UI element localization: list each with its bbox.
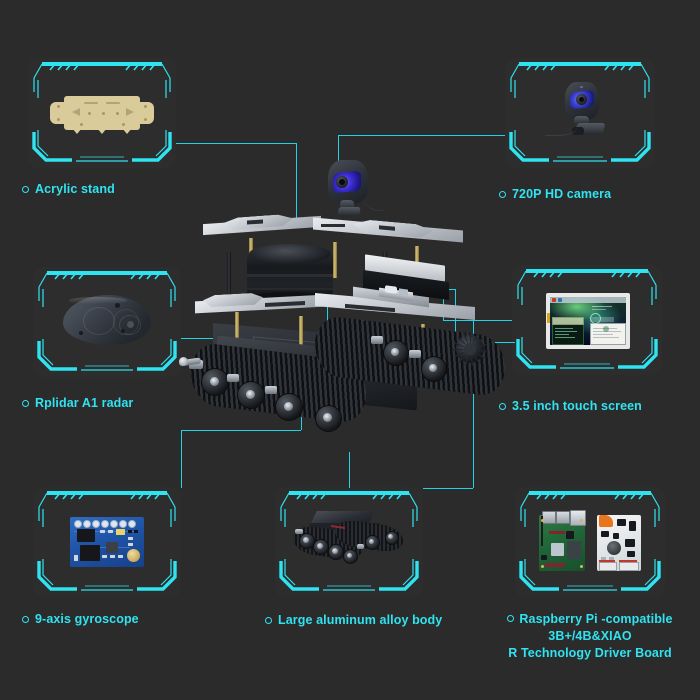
label-text: Large aluminum alloy body [278,613,443,627]
robot-standoff [227,252,231,294]
frame-border-acrylic [32,62,172,162]
bullet-icon [265,617,272,624]
leader-screen-h2 [443,320,512,321]
label-text: 9-axis gyroscope [35,612,139,626]
robot-front-module [379,285,419,306]
leader-body-h2 [423,488,473,489]
bullet-icon [507,615,515,623]
callout-frame-gyroscope[interactable] [33,487,181,597]
robot-wheel-hub [210,377,219,386]
callout-label-hd-camera: 720P HD camera [499,186,611,203]
bullet-icon [22,400,29,407]
frame-border-camera [509,62,651,162]
webcam-icon [545,82,617,146]
bullet-icon [22,616,29,623]
bullet-icon [499,403,506,410]
leader-camera-v [338,135,339,176]
bullet-icon [499,191,506,198]
robot-wheel-hub [246,390,255,399]
label-line-1: Raspberry Pi -compatible [497,611,683,628]
callout-label-alloy-body: Large aluminum alloy body [265,612,442,629]
leader-acrylic-v [296,143,297,224]
leader-camera-h [338,135,505,136]
label-text-1: Raspberry Pi -compatible [519,612,673,626]
frame-border-body [279,491,419,591]
callout-frame-alloy-body[interactable] [275,487,423,597]
robot-sprocket [453,332,487,366]
robot-roller [189,360,203,369]
gyro-board-icon [70,517,144,567]
leader-gyro-v2 [181,430,182,488]
robot-camera [320,160,384,222]
robot-upper-plate [203,212,463,246]
robot-roller [227,374,239,382]
robot-idler-arm [178,356,209,370]
label-text: Rplidar A1 radar [35,396,134,410]
leader-acrylic-h [176,143,296,144]
label-text: 720P HD camera [512,187,612,201]
robot-standoff [299,316,303,352]
callout-frame-hd-camera[interactable] [505,58,655,168]
sbc-and-driver-board-icon [539,510,643,575]
label-text: Acrylic stand [35,182,115,196]
leader-gyro-h [181,430,301,431]
callout-label-touch-screen: 3.5 inch touch screen [499,398,642,415]
bullet-icon [22,186,29,193]
robot-wheel-hub [391,348,399,356]
label-text: 3.5 inch touch screen [512,399,642,413]
frame-border-lidar [37,271,177,371]
leader-body-v [473,307,474,488]
robot-standoff [333,242,337,278]
lidar-icon [63,295,151,347]
acrylic-plate-icon [50,90,154,136]
callout-frame-raspberry-pi-driver[interactable] [515,487,665,597]
frame-border-boards [519,491,661,591]
robot-wheel-hub [284,402,293,411]
label-text-3: R Technology Driver Board [508,646,672,660]
callout-frame-touch-screen[interactable] [512,265,662,375]
callout-frame-rplidar-a1[interactable] [33,267,181,377]
callout-label-acrylic-stand: Acrylic stand [22,181,115,198]
robot-standoff [235,312,239,346]
callout-label-gyroscope: 9-axis gyroscope [22,611,139,628]
frame-border-screen [516,269,658,369]
robot-roller [371,336,383,344]
callout-label-rplidar-a1: Rplidar A1 radar [22,395,133,412]
callout-frame-acrylic-stand[interactable] [28,58,176,168]
robot-product-photo [165,160,535,490]
leader-bodyframe-stub [349,452,350,488]
tank-chassis-icon [291,511,407,573]
display-icon [546,293,630,349]
robot-roller [409,350,421,358]
label-text-2: 3B+/4B&XIAO [548,629,632,643]
robot-wheel-hub [323,413,332,422]
robot-wheel-hub [429,364,437,372]
callout-label-raspberry-pi-driver: Raspberry Pi -compatible 3B+/4B&XIAO R T… [497,611,683,662]
robot-roller [265,386,277,394]
frame-border-gyro [37,491,177,591]
